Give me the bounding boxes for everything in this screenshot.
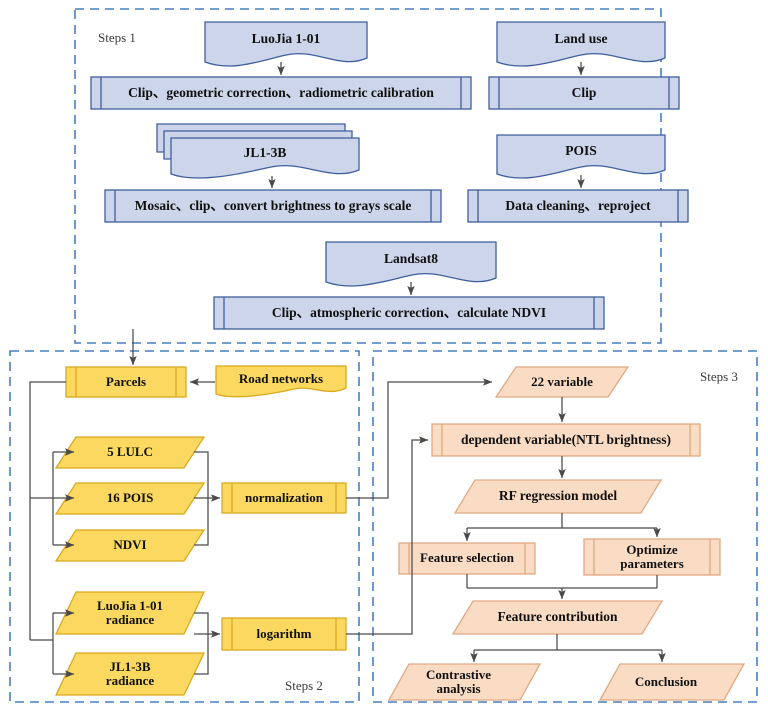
edge-normalization-to-var22 [346,378,493,499]
node-luojia_radiance-shape [54,591,206,635]
node-feat_contrib-shape [451,600,664,635]
node-var22-shape [494,366,630,398]
node-parcels-shape [65,366,187,398]
steps1-caption: Steps 1 [98,30,136,45]
node-contrastive-shape [387,663,542,701]
edge-parcels-bus [29,381,66,640]
node-clip_geo-shape [90,76,472,110]
edge-rf-split [467,513,657,529]
edge-jl13brad-out [194,634,209,675]
node-rf_model-shape [453,479,663,514]
node-luojia-shape [204,21,368,67]
node-conclusion-shape [598,663,746,701]
node-opt_params-shape [583,538,721,576]
edge-ndvi-out [194,498,209,546]
node-landsat8-shape [325,241,497,287]
steps2-frame [9,350,360,703]
node-clip-shape [488,76,680,110]
edge-featcontrib-split [474,634,662,651]
node-feat_sel-shape [398,542,536,575]
edge-lulc-out [194,451,209,498]
node-datacleaning-shape [467,189,689,223]
steps3-caption: Steps 3 [700,369,738,384]
node-lulc-shape [54,436,206,469]
edge-luojiarad-out [194,612,209,634]
node-jl13b_radiance-shape [54,652,206,696]
steps3-frame [372,350,758,703]
node-mosaic-shape [104,189,442,223]
node-landuse-shape [496,21,666,67]
edge-logarithm-to-dependent [346,436,429,635]
node-logarithm-shape [221,617,347,651]
node-clip_atm-shape [213,296,605,330]
edge-join-featcontrib [466,574,658,589]
node-ndvi-shape [54,529,206,562]
node-pois16-shape [54,482,206,515]
steps2-caption: Steps 2 [285,678,323,693]
node-normalization-shape [221,482,347,514]
node-road_networks-shape [215,365,347,398]
node-dependent-shape [431,423,701,457]
node-pois-shape [496,134,666,179]
steps1-frame [74,8,662,344]
node-jl13b-shape [156,123,360,179]
